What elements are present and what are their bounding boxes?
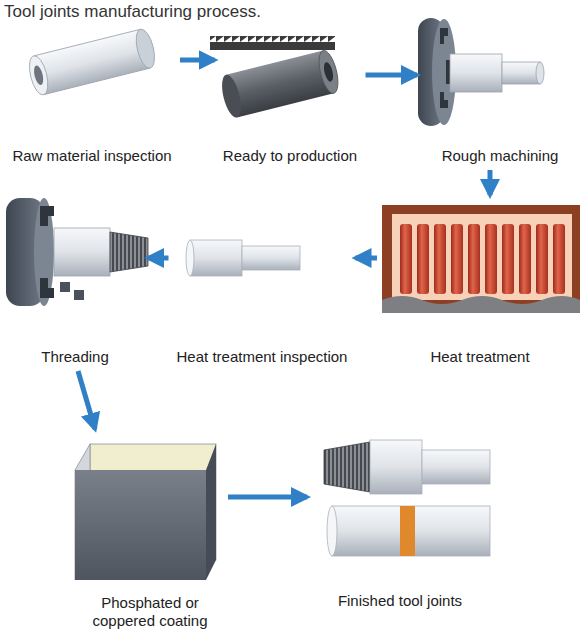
- step-caption: Heat treatment: [430, 348, 529, 366]
- step-caption: Ready to production: [223, 147, 357, 165]
- threading-lathe: [6, 198, 148, 306]
- step-caption: Heat treatment inspection: [177, 348, 348, 366]
- process-step: Heat treatment inspection: [172, 232, 353, 368]
- flow-arrow: [180, 58, 215, 63]
- raw-pipe: [26, 27, 158, 96]
- step-caption: Raw material inspection: [12, 147, 171, 165]
- heated-part: [451, 224, 463, 294]
- process-step: Phosphated or coppered coating: [75, 432, 225, 632]
- process-step: Raw material inspection: [7, 22, 177, 167]
- saw-and-bar: [210, 36, 342, 119]
- finished-joints: [324, 440, 490, 556]
- furnace: [382, 205, 580, 313]
- step-caption: Phosphated or coppered coating: [80, 594, 220, 630]
- process-step: Threading: [5, 195, 145, 368]
- flow-arrow: [356, 256, 378, 261]
- diagram-title: Tool joints manufacturing process.: [4, 2, 261, 22]
- step-caption: Rough machining: [442, 147, 559, 165]
- step-caption: Threading: [41, 348, 109, 366]
- flow-arrow: [228, 495, 307, 500]
- heated-part: [553, 224, 565, 294]
- heated-part: [502, 224, 514, 294]
- heated-part: [468, 224, 480, 294]
- flow-arrow: [366, 73, 418, 78]
- process-step: Heat treatment: [380, 198, 580, 368]
- process-step: Ready to production: [218, 22, 363, 167]
- heated-part: [519, 224, 531, 294]
- heated-part: [400, 224, 412, 294]
- process-step: Rough machining: [420, 12, 580, 167]
- lathe-chuck: [418, 18, 544, 126]
- step-caption: Finished tool joints: [338, 592, 462, 610]
- flow-arrow: [148, 256, 169, 261]
- flow-arrow: [488, 170, 493, 195]
- process-step: Finished tool joints: [310, 432, 490, 612]
- heated-part: [417, 224, 429, 294]
- flow-arrow: [78, 371, 95, 429]
- heated-part: [485, 224, 497, 294]
- heated-part: [536, 224, 548, 294]
- heated-part: [434, 224, 446, 294]
- heat-treated-blank: [186, 240, 300, 276]
- coating-tank: [75, 444, 216, 580]
